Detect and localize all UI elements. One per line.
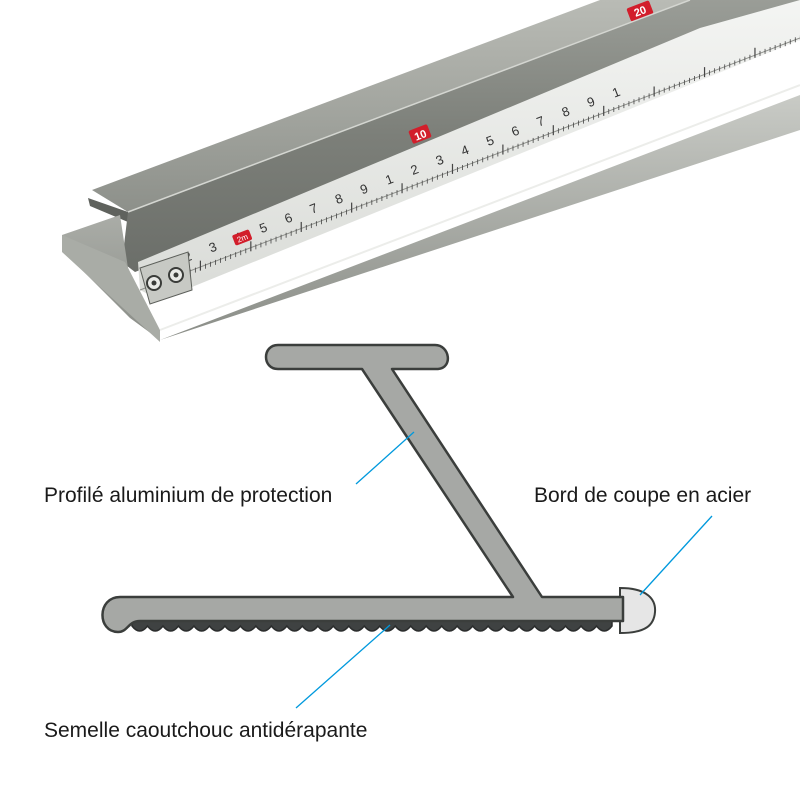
label-edge: Bord de coupe en acier xyxy=(534,484,751,507)
tape-badge-2m: 2m xyxy=(232,229,252,246)
ruler-top-flange xyxy=(92,0,690,212)
measuring-tape xyxy=(138,0,800,300)
rubber-sole xyxy=(131,620,613,632)
tape-badge-2m-text: 2m xyxy=(236,232,250,245)
steel-edge xyxy=(619,586,657,635)
leader-edge xyxy=(639,515,713,596)
tape-badge-20-text: 20 xyxy=(632,4,648,20)
cross-section xyxy=(101,343,657,635)
label-profile: Profilé aluminium de protection xyxy=(44,484,332,507)
leader-lines xyxy=(295,431,713,709)
aluminium-profile xyxy=(101,343,625,634)
tape-badge-20: 20 xyxy=(626,0,654,22)
label-sole: Semelle caoutchouc antidérapante xyxy=(44,719,367,742)
tape-badge-10: 10 xyxy=(408,124,432,144)
leader-sole xyxy=(295,624,391,709)
ruler-photo: 234567891234567891 10 20 2m xyxy=(62,0,800,342)
tape-badge-10-text: 10 xyxy=(413,128,429,144)
leader-profile xyxy=(355,431,415,485)
ruler-base-side xyxy=(62,235,160,342)
end-cap xyxy=(139,251,193,305)
